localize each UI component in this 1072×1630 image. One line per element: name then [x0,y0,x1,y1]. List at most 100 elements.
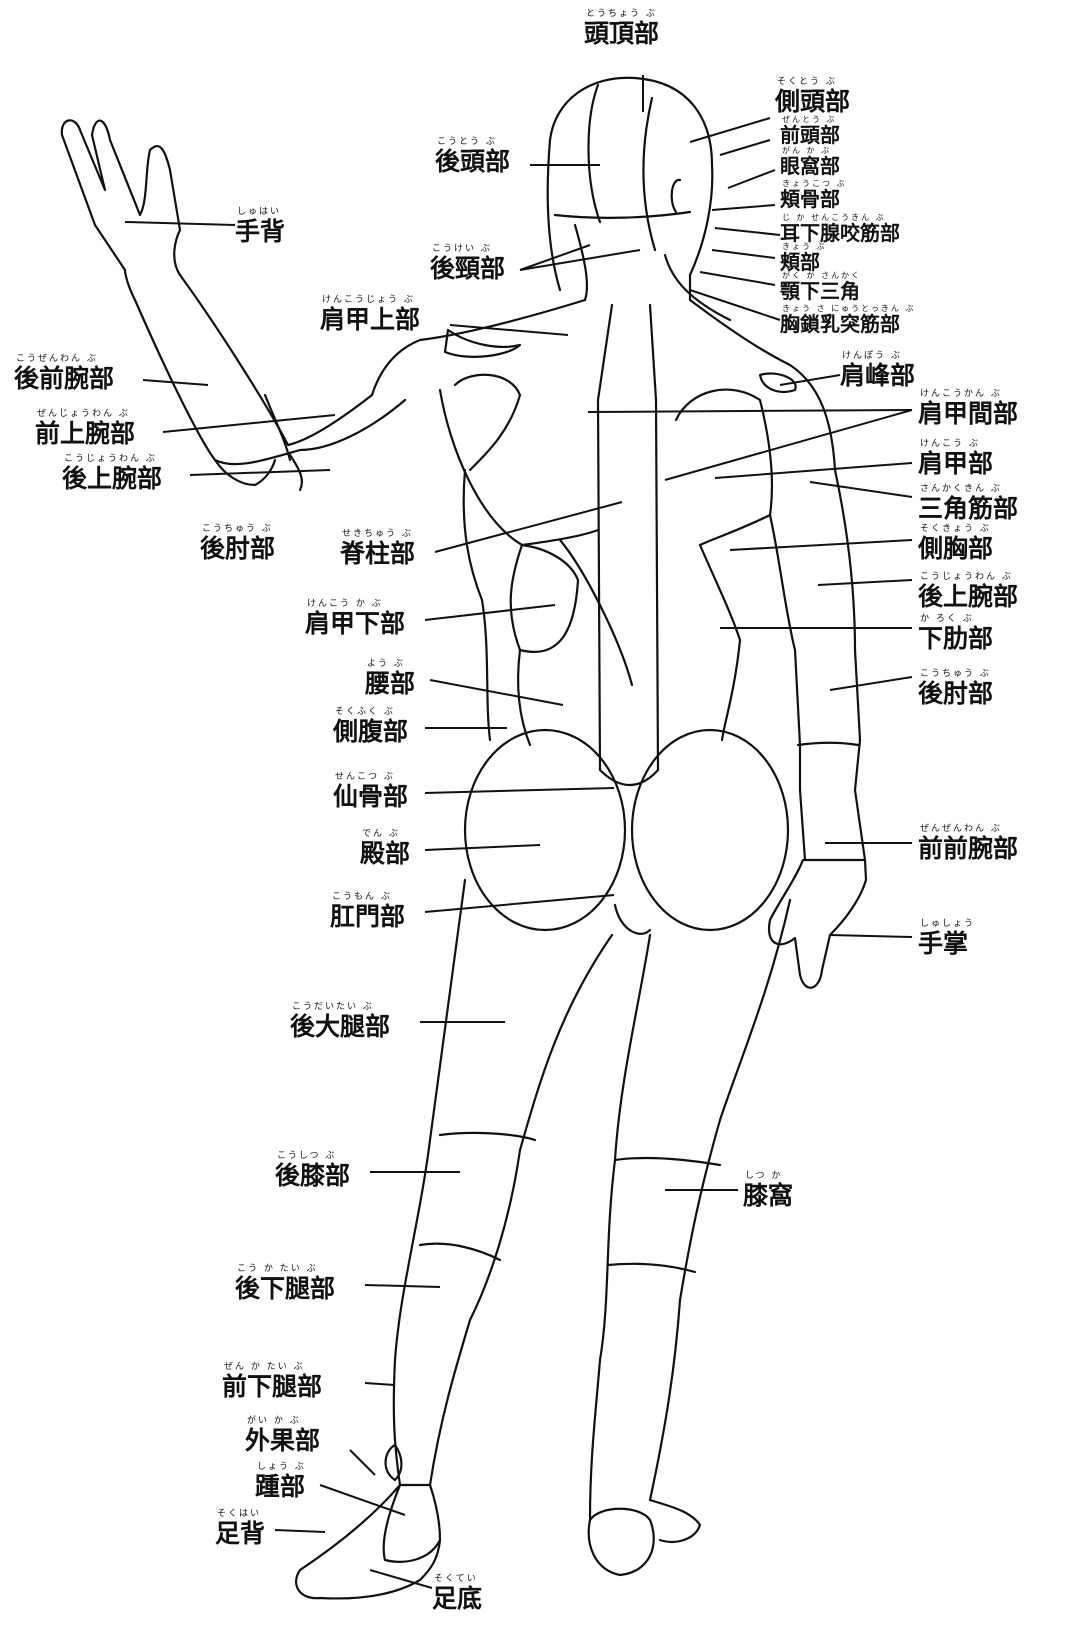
label-text: 後頭部 [435,147,511,176]
label-kenkoujou: けんこうじょう ぶ肩甲上部 [320,295,420,333]
furigana: きょう ぶ [782,242,827,251]
furigana: そくはい [217,1509,262,1519]
label-text: 胸鎖乳突筋部 [780,312,900,336]
label-text: 頬骨部 [780,187,840,211]
label-text: 肩甲部 [918,449,994,478]
furigana: とうちょう ぶ [586,9,657,19]
leader-shushou [829,934,913,938]
label-text: 肩甲間部 [918,399,1019,428]
leader-sokutou [689,117,771,143]
furigana: よう ぶ [367,659,405,669]
label-text: 後膝部 [275,1161,351,1190]
label-text: 三角筋部 [918,494,1019,523]
label-kyousa: きょう さ にゅうとっきん ぶ胸鎖乳突筋部 [780,304,916,336]
furigana: こうけい ぶ [432,244,492,254]
furigana: せんこつ ぶ [335,772,395,782]
leader-den [424,844,541,851]
label-kouzenwan: こうぜんわん ぶ後前腕部 [14,354,114,392]
furigana: こうじょうわん ぶ [64,454,157,464]
furigana: せきちゅう ぶ [342,529,413,539]
label-koukatai: こう か たい ぶ後下腿部 [235,1265,335,1302]
label-zenkatai: ぜん か たい ぶ前下腿部 [222,1362,322,1400]
label-text: 外果部 [245,1426,321,1455]
leader-lines [124,75,913,1589]
furigana: こうちゅう ぶ [920,669,991,679]
leader-sokutei [369,1569,433,1589]
label-gakuka: がく か さんかく顎下三角 [780,271,862,302]
leader-shuhai [124,221,236,226]
label-text: 側腹部 [333,717,409,746]
label-text: 手背 [235,217,286,246]
leader-kenkou [714,462,913,479]
furigana: ぜんじょうわん ぶ [37,409,130,419]
furigana: しょう ぶ [257,1462,306,1472]
leader-kyou [711,249,776,259]
label-text: 踵部 [255,1472,306,1501]
label-kenkouka: けんこう か ぶ肩甲下部 [305,600,406,638]
label-senkotsu: せんこつ ぶ仙骨部 [333,772,409,811]
label-text: 仙骨部 [333,782,409,811]
label-text: 殿部 [360,839,411,868]
label-text: 前上腕部 [35,419,136,448]
label-sokuhai: そくはい足背 [215,1509,266,1548]
label-toucho: とうちょう ぶ頭頂部 [584,9,659,47]
label-kyou: きょう ぶ頬部 [780,242,827,273]
leader-sekichuu [434,501,623,553]
label-koushitsu: こうしつ ぶ後膝部 [275,1152,351,1190]
label-koudaitai: こうだいたい ぶ後大腿部 [290,1002,390,1040]
label-kenpou: けんぽう ぶ肩峰部 [840,352,915,389]
leader-koumon [424,894,615,913]
furigana: ぜん か たい ぶ [224,1362,305,1372]
leader-koukei-2 [519,249,641,271]
furigana: しゅしょう [920,919,976,929]
leader-zentou [719,139,771,156]
leader-sankakukin [809,481,913,498]
label-text: 膝窩 [743,1181,794,1210]
furigana: がく か さんかく [782,271,862,280]
label-text: 眼窩部 [780,154,840,178]
leader-gaika [349,1449,376,1476]
label-sankakukin: さんかくきん ぶ三角筋部 [918,485,1019,523]
furigana: こうぜんわん ぶ [16,354,98,364]
label-text: 側胸部 [918,534,994,563]
leader-koukatai [364,1284,441,1288]
leader-koukei-1 [519,244,591,271]
furigana: こうだいたい ぶ [292,1002,374,1012]
label-sokukyou: そくきょう ぶ側胸部 [918,524,994,563]
furigana: けんこう ぶ [920,439,980,449]
label-text: 足背 [215,1519,266,1548]
label-text: 肩甲下部 [305,609,406,638]
body-outline [60,76,868,1600]
label-sekichuu: せきちゅう ぶ脊柱部 [340,529,416,568]
furigana: がい か ぶ [247,1416,301,1426]
label-text: 側頭部 [775,87,851,116]
leader-koujouwan-r [817,579,913,586]
label-shikka: しつ か膝窩 [743,1172,794,1210]
leader-kenpou [779,374,841,386]
furigana: そくきょう ぶ [920,524,991,534]
label-koutou: こうとう ぶ後頭部 [435,138,511,176]
leader-kenkouka [424,604,556,621]
label-zenjouwan: ぜんじょうわん ぶ前上腕部 [35,409,136,448]
label-ganka: がん か ぶ眼窩部 [780,147,840,178]
label-koujouwan-l: こうじょうわん ぶ後上腕部 [62,454,162,492]
label-text: 脊柱部 [340,539,416,568]
furigana: けんこうかん ぶ [920,389,1002,399]
leader-sokukyou [729,539,913,551]
furigana: きょうこつ ぶ [782,179,847,188]
furigana: そくてい [434,1574,478,1584]
label-den: でん ぶ殿部 [360,830,411,868]
leader-zenkatai [364,1382,396,1386]
label-kouchuu-l: こうちゅう ぶ後肘部 [200,525,276,563]
furigana: じ か せんこうきん ぶ [782,213,886,222]
label-text: 後上腕部 [918,582,1019,611]
label-text: 前前腕部 [918,834,1019,863]
label-shushou: しゅしょう手掌 [918,919,976,957]
label-kenkou: けんこう ぶ肩甲部 [918,439,994,478]
furigana: きょう さ にゅうとっきん ぶ [782,304,916,313]
furigana: けんこうじょう ぶ [322,295,415,305]
label-gaika: がい か ぶ外果部 [245,1416,321,1455]
furigana: そくふく ぶ [335,707,395,717]
label-text: 後肘部 [200,534,276,563]
